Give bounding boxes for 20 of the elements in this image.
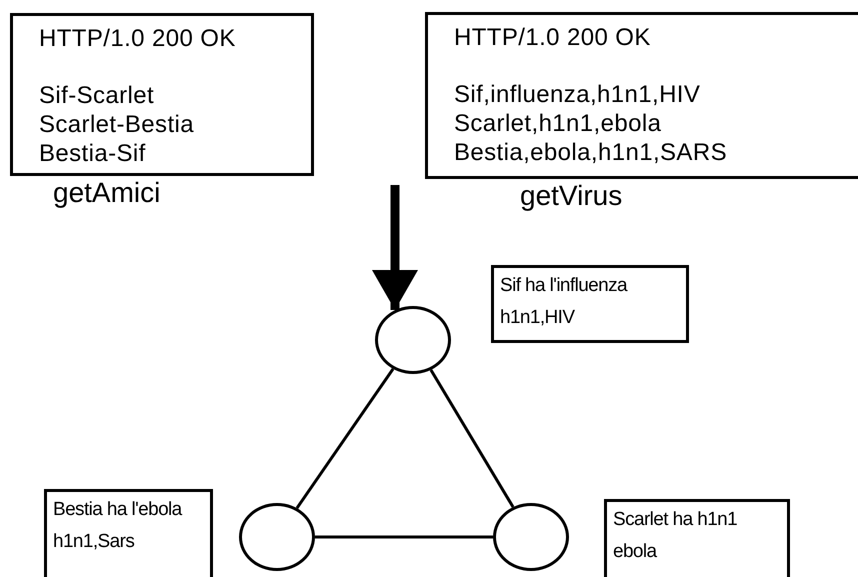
data-line: Sif,influenza,h1n1,HIV [454, 80, 700, 109]
endpoint-label: getAmici [53, 177, 160, 209]
endpoint-label: getVirus [520, 180, 622, 212]
note-text: Sif ha l'influenza h1n1,HIV [500, 274, 628, 330]
data-line: Scarlet,h1n1,ebola [454, 109, 662, 138]
note-text: Bestia ha l'ebola h1n1,Sars [53, 498, 184, 554]
note-box [491, 265, 689, 343]
data-line: Scarlet-Bestia [39, 110, 194, 139]
note-box [44, 489, 213, 577]
arrow [372, 185, 418, 310]
connector-line [315, 536, 493, 538]
data-line: Sif-Scarlet [39, 81, 154, 110]
note-box [604, 499, 790, 577]
status-line: HTTP/1.0 200 OK [39, 24, 236, 53]
connector-line [430, 369, 514, 508]
status-line: HTTP/1.0 200 OK [454, 23, 651, 52]
connector-line [296, 368, 394, 509]
note-text: Scarlet ha h1n1 ebola [613, 508, 738, 564]
data-line: Bestia-Sif [39, 139, 146, 168]
data-line: Bestia,ebola,h1n1,SARS [454, 138, 727, 167]
